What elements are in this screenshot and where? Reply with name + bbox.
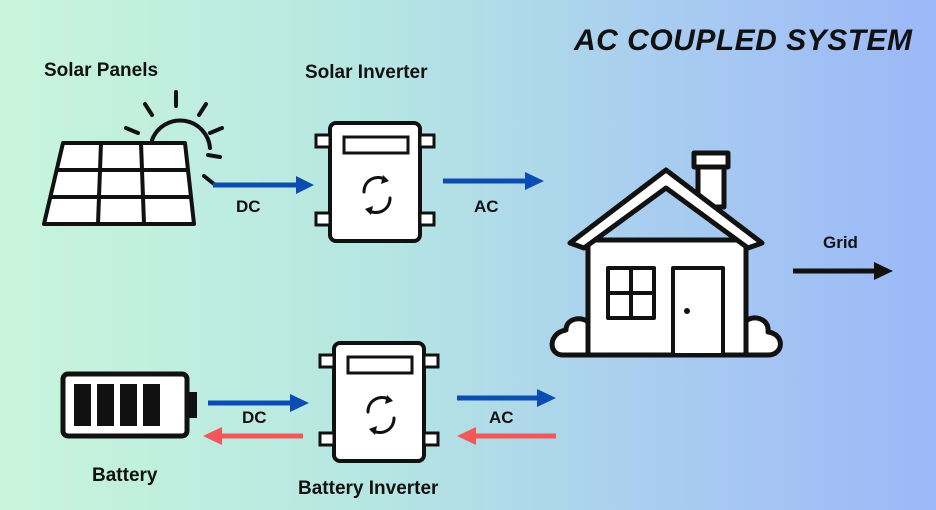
battery-label: Battery xyxy=(92,465,158,486)
ac-arrow-bottom-forward xyxy=(457,389,556,407)
grid-label: Grid xyxy=(823,233,858,252)
diagram-title: AC COUPLED SYSTEM xyxy=(574,24,913,57)
dc-arrow-bottom-reverse xyxy=(203,427,303,445)
ac-label-top: AC xyxy=(474,197,499,216)
battery-icon xyxy=(60,371,197,439)
sun-icon xyxy=(124,90,224,186)
solar-panel-grid xyxy=(51,142,191,225)
dc-arrow-bottom-forward xyxy=(208,394,309,412)
ac-arrow-top xyxy=(443,172,544,190)
battery-inverter-label: Battery Inverter xyxy=(298,478,439,499)
solar-inverter-icon xyxy=(314,121,436,243)
dc-arrow-top xyxy=(213,176,314,194)
ac-arrow-bottom-reverse xyxy=(457,427,556,445)
ac-label-bottom: AC xyxy=(489,408,514,427)
dc-label-top: DC xyxy=(236,197,261,216)
battery-inverter-icon xyxy=(318,341,440,463)
dc-label-bottom: DC xyxy=(242,408,267,427)
grid-arrow xyxy=(793,262,893,280)
solar-inverter-label: Solar Inverter xyxy=(305,62,428,83)
solar-panel-icon xyxy=(42,141,196,226)
house-icon xyxy=(549,150,783,358)
solar-panels-label: Solar Panels xyxy=(44,60,159,81)
